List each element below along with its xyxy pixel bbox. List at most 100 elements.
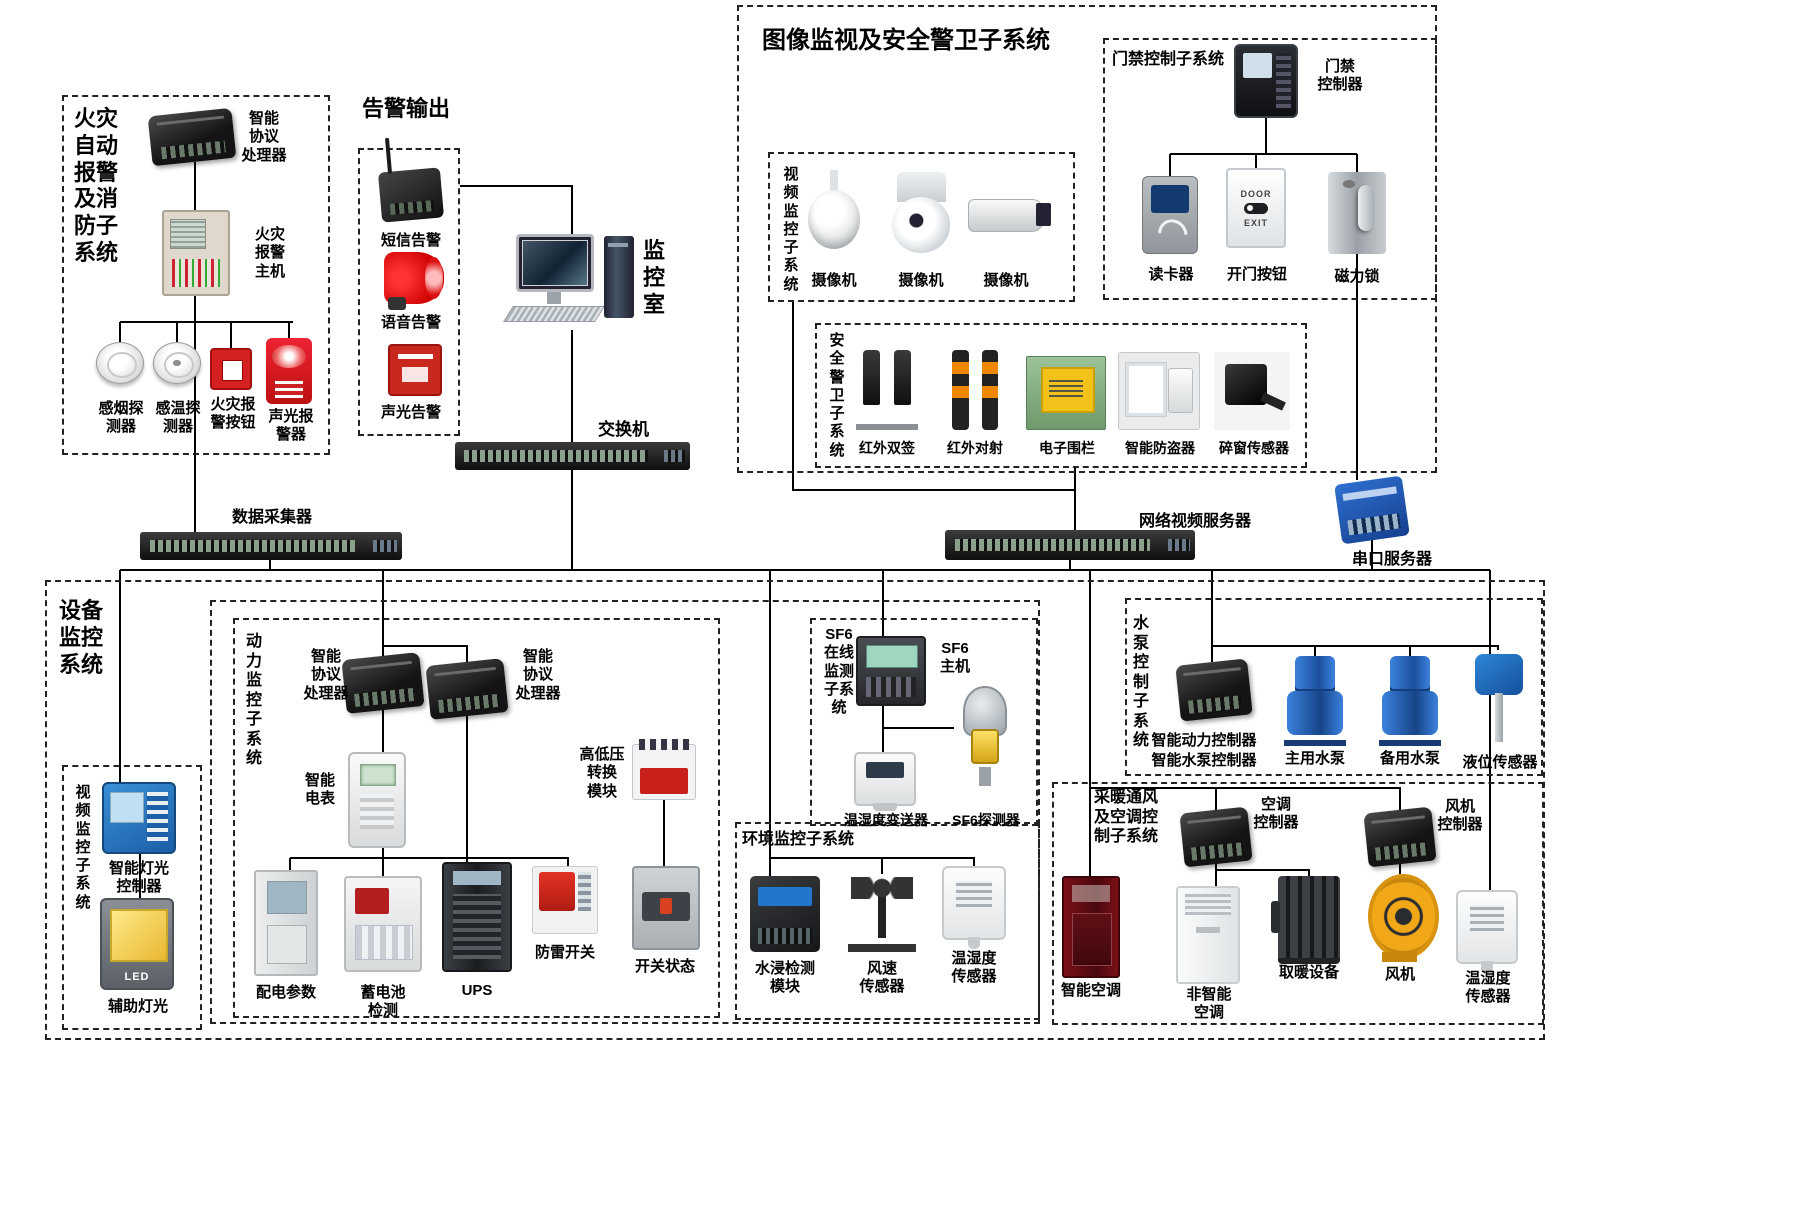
smart-ac-image bbox=[1062, 876, 1120, 978]
environment-monitoring-title: 环境监控子系统 bbox=[742, 831, 855, 848]
network-video-server-image bbox=[945, 530, 1195, 560]
fire-protocol-processor-image bbox=[147, 107, 237, 167]
ac-controller-label: 空调 控制器 bbox=[1253, 796, 1299, 832]
video-surveillance-box bbox=[768, 152, 1075, 302]
access-control-box bbox=[1103, 38, 1437, 300]
door-button-label: 开门按钮 bbox=[1226, 266, 1287, 283]
fire-sounder-image bbox=[266, 338, 312, 404]
heater-image bbox=[1270, 876, 1340, 964]
lightning-label: 防雷开关 bbox=[534, 944, 595, 961]
sf6-detector-label: SF6探测器 bbox=[952, 812, 1020, 828]
sf6-monitoring-box bbox=[810, 618, 1038, 826]
th-transmitter-image bbox=[854, 752, 916, 811]
smoke-detector-label: 感烟探 测器 bbox=[98, 400, 144, 436]
video-surveillance-title: 视 频 监 控 子 系 统 bbox=[783, 166, 799, 293]
ptz-camera-image bbox=[886, 172, 956, 256]
level-sensor-label: 液位传感器 bbox=[1462, 754, 1538, 771]
bullet-camera-image bbox=[968, 188, 1060, 250]
ups-image bbox=[442, 862, 512, 972]
network-switch-image bbox=[455, 442, 690, 470]
sf6-monitoring-title: SF6 在线 监测 子系 统 bbox=[823, 626, 854, 717]
fire-call-point-image bbox=[210, 348, 252, 390]
camera3-label: 摄像机 bbox=[983, 272, 1029, 289]
power-monitoring-title: 动 力 监 控 子 系 统 bbox=[245, 633, 262, 768]
battery-label: 蓄电池 检测 bbox=[360, 984, 406, 1020]
computer-tower bbox=[604, 236, 634, 318]
hvac-th-sensor-image bbox=[1456, 890, 1518, 974]
light-controller-label: 智能灯光 控制器 bbox=[108, 860, 169, 896]
backup-pump-label: 备用水泵 bbox=[1379, 750, 1440, 767]
fire-subsystem-title: 火灾 自动 报警 及消 防子 系统 bbox=[73, 106, 118, 266]
heater-label: 取暖设备 bbox=[1278, 964, 1339, 981]
magnetic-lock-image bbox=[1328, 172, 1386, 254]
basic-ac-label: 非智能 空调 bbox=[1186, 986, 1232, 1022]
wind-sensor-image bbox=[848, 874, 916, 952]
voice-alarm-label: 语音告警 bbox=[380, 314, 441, 331]
switch-label: 交换机 bbox=[598, 420, 649, 439]
magnetic-lock-label: 磁力锁 bbox=[1334, 268, 1380, 285]
serial-server-image bbox=[1334, 475, 1410, 545]
door-button-text-top: DOOR bbox=[1240, 188, 1272, 199]
sound-light-alarm-label: 声光告警 bbox=[380, 404, 441, 421]
camera1-label: 摄像机 bbox=[811, 272, 857, 289]
led-text: LED bbox=[124, 970, 150, 983]
door-button-image: DOOR EXIT bbox=[1226, 168, 1286, 248]
computer-keyboard bbox=[503, 306, 605, 322]
ir-beam-label: 红外对射 bbox=[947, 440, 1003, 456]
power-protocol2-label: 智能 协议 处理器 bbox=[515, 648, 561, 702]
fire-protocol-label: 智能 协议 处理器 bbox=[241, 110, 287, 164]
hvac-control-title: 采暖通风 及空调控 制子系统 bbox=[1094, 789, 1159, 846]
industrial-fan-image bbox=[1364, 874, 1439, 962]
sf6-detector-image bbox=[954, 686, 1012, 806]
ir-dual-label: 红外双签 bbox=[859, 440, 915, 456]
card-reader-label: 读卡器 bbox=[1148, 266, 1194, 283]
security-guard-title: 安 全 警 卫 子 系 统 bbox=[829, 332, 845, 459]
ir-dual-detector-image bbox=[856, 350, 918, 430]
ac-controller-image bbox=[1179, 806, 1253, 868]
distribution-cabinet-image bbox=[254, 870, 318, 976]
dome-camera-image bbox=[806, 170, 862, 252]
sf6-host-label: SF6 主机 bbox=[939, 640, 970, 676]
pump-controller-image bbox=[1175, 658, 1253, 722]
pump-control-title: 水 泵 控 制 子 系 统 bbox=[1132, 615, 1149, 750]
battery-tester-image bbox=[344, 876, 422, 972]
equipment-inner-box bbox=[210, 600, 1040, 1024]
heat-detector-image bbox=[153, 342, 201, 384]
access-control-title: 门禁控制子系统 bbox=[1112, 51, 1225, 68]
pump-control-box bbox=[1125, 598, 1543, 776]
fire-host-label: 火灾 报警 主机 bbox=[254, 226, 285, 280]
monitor-room-computer-image bbox=[503, 234, 636, 330]
power-protocol1-label: 智能 协议 处理器 bbox=[303, 648, 349, 702]
basic-ac-image bbox=[1176, 886, 1240, 984]
sound-light-alarm-image bbox=[388, 344, 442, 396]
backup-pump-image bbox=[1379, 656, 1441, 746]
fence-label: 电子围栏 bbox=[1039, 440, 1095, 456]
security-guard-box bbox=[815, 323, 1307, 468]
nvr-label: 网络视频服务器 bbox=[1138, 513, 1251, 530]
light-controller-image bbox=[102, 782, 176, 854]
power-protocol2-image bbox=[425, 658, 509, 720]
fire-subsystem-box bbox=[62, 95, 330, 455]
alarm-output-box bbox=[358, 148, 460, 436]
voice-alarm-image bbox=[384, 252, 444, 311]
heat-detector-label: 感温探 测器 bbox=[155, 400, 201, 436]
data-collector-image bbox=[140, 532, 402, 560]
level-sensor-image bbox=[1466, 650, 1532, 744]
window-break-sensor-image bbox=[1214, 352, 1290, 430]
computer-monitor bbox=[516, 234, 594, 304]
card-reader-image bbox=[1142, 176, 1198, 254]
ups-label: UPS bbox=[461, 982, 493, 999]
access-controller-label: 门禁 控制器 bbox=[1317, 58, 1363, 94]
fire-call-point-label: 火灾报 警按钮 bbox=[210, 396, 256, 432]
env-th-sensor-label: 温湿度 传感器 bbox=[951, 950, 997, 986]
hv-module-label: 高低压 转换 模块 bbox=[579, 746, 625, 800]
video-light-box bbox=[62, 765, 202, 1030]
lightning-switch-image bbox=[532, 866, 598, 934]
fire-alarm-host-image bbox=[162, 210, 230, 296]
environment-monitoring-box bbox=[735, 822, 1040, 1020]
water-leak-module-image bbox=[750, 876, 820, 952]
anti-theft-label: 智能防盗器 bbox=[1125, 440, 1195, 456]
fan-label: 风机 bbox=[1384, 966, 1415, 983]
electronic-fence-image bbox=[1026, 356, 1106, 430]
